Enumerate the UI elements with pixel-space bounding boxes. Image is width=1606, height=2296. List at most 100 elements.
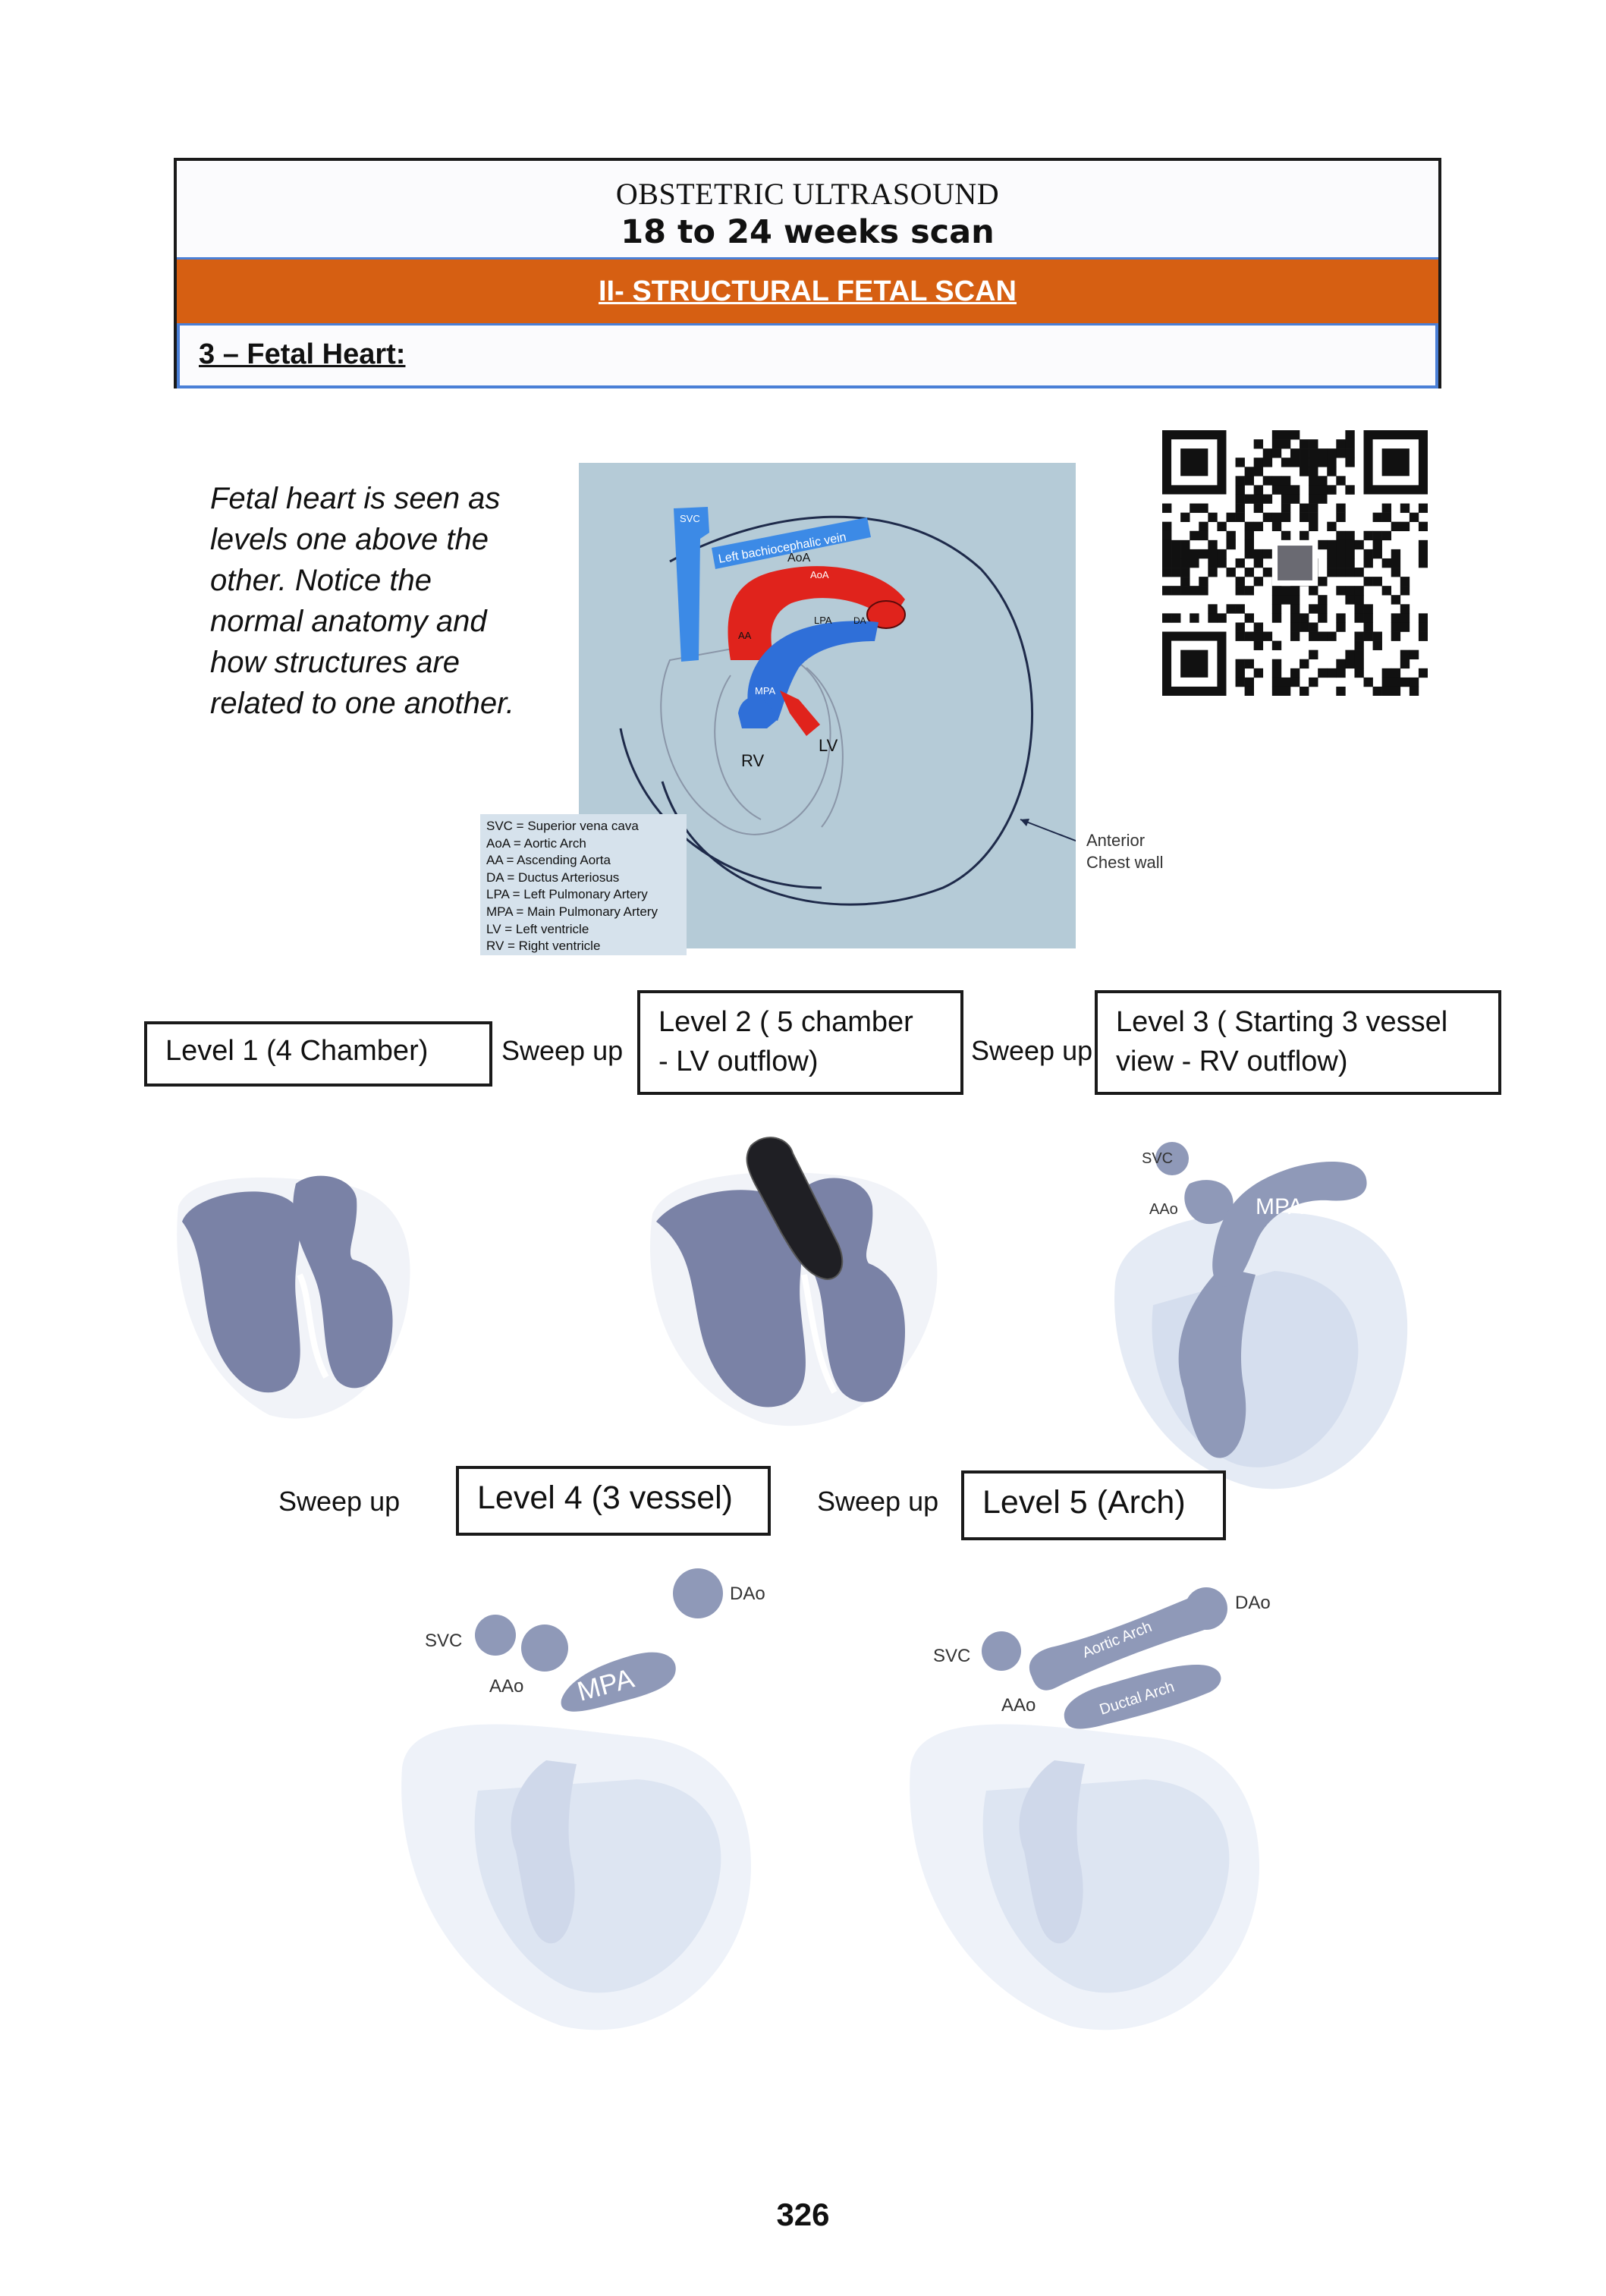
label-aoa-top: AoA: [787, 552, 811, 565]
ductus-arteriosus-shape: [866, 600, 906, 629]
lv-outflow-tract: [746, 1137, 844, 1280]
svc-circle: [982, 1631, 1021, 1671]
level-3-line: Level 3 ( Starting 3 vessel: [1116, 1006, 1448, 1038]
anterior-arrow-line: [1020, 819, 1080, 843]
heart-septum-outline: [714, 675, 762, 820]
main-pulmonary-artery-shape: [747, 621, 878, 721]
label-mpa: MPA: [755, 685, 776, 697]
left-heart-chambers: [293, 1175, 393, 1389]
intro-line: normal anatomy and: [210, 605, 487, 638]
aortic-arch-shape: [728, 566, 905, 660]
intro-line: other. Notice the: [210, 564, 432, 597]
heart-outline: [660, 643, 831, 835]
sweep-up-label-1: Sweep up: [501, 1035, 624, 1066]
lv-outflow-shape: [780, 690, 820, 736]
l5-label-aao: AAo: [1001, 1695, 1036, 1716]
heart-outline-right: [806, 667, 844, 828]
intro-line: levels one above the: [210, 523, 489, 556]
l3-label-mpa: MPA: [1256, 1194, 1303, 1219]
svc-circle: [1155, 1142, 1189, 1175]
svc-circle: [475, 1615, 516, 1656]
legend-item: SVC = Superior vena cava: [486, 819, 639, 833]
abbreviation-legend: SVC = Superior vena cava AoA = Aortic Ar…: [480, 814, 687, 955]
label-aa: AA: [738, 630, 752, 641]
legend-item: DA = Ductus Arteriosus: [486, 870, 620, 885]
right-heart-chambers: [656, 1190, 806, 1407]
level-5-label: Level 5 (Arch): [982, 1484, 1186, 1521]
intro-line: how structures are: [210, 646, 460, 679]
intro-text: Fetal heart is seen as levels one above …: [210, 478, 574, 724]
rv-shape: [1019, 1760, 1085, 1944]
legend-item: AoA = Aortic Arch: [486, 835, 586, 851]
anterior-arrow-head: [1020, 819, 1029, 826]
ductal-arch-shape: [1064, 1665, 1221, 1729]
level-4-label: Level 4 (3 vessel): [477, 1480, 733, 1516]
header-title: OBSTETRIC ULTRASOUND: [615, 177, 1000, 211]
level-3-line: view - RV outflow): [1116, 1046, 1348, 1077]
label-da: DA: [853, 615, 866, 626]
qr-code[interactable]: [1162, 430, 1428, 697]
rv-shape: [1178, 1267, 1256, 1458]
l4-label-aao: AAo: [489, 1676, 523, 1697]
level-4-heart-figure: SVC AAo MPA DAo: [401, 1568, 765, 2030]
dao-circle: [1185, 1587, 1227, 1630]
level-2-box: Level 2 ( 5 chamber - LV outflow): [637, 990, 963, 1095]
dao-circle: [673, 1568, 723, 1618]
level-2-line: Level 2 ( 5 chamber: [658, 1006, 913, 1038]
l3-label-svc: SVC: [1142, 1150, 1173, 1167]
l5-label-dao: DAo: [1235, 1593, 1271, 1613]
qr-code-icon: [1162, 430, 1428, 697]
chest-wall-inner-line: [619, 728, 822, 889]
label-lv: LV: [819, 736, 838, 755]
aao-circle: [521, 1624, 568, 1672]
legend-item: AA = Ascending Aorta: [486, 853, 611, 868]
level-3-heart-figure: SVC AAo MPA: [1114, 1142, 1408, 1489]
page-number: 326: [776, 2197, 830, 2232]
label-lpa: LPA: [814, 615, 832, 626]
label-rv: RV: [741, 751, 764, 770]
header-subtitle: 18 to 24 weeks scan: [621, 213, 995, 251]
level-1-box: Level 1 (4 Chamber): [144, 1021, 492, 1087]
l4-label-svc: SVC: [425, 1631, 462, 1651]
mpa-shape: [1212, 1161, 1367, 1287]
sweep-up-label-3: Sweep up: [278, 1486, 401, 1517]
septum-line: [297, 1273, 329, 1379]
mpa-shape: [561, 1652, 676, 1712]
left-brachiocephalic-vein-shape: [712, 517, 871, 569]
aao-shape: [1184, 1180, 1234, 1225]
legend-item: MPA = Main Pulmonary Artery: [486, 904, 658, 919]
aortic-arch-shape: [1029, 1593, 1226, 1691]
l4-label-dao: DAo: [730, 1584, 765, 1604]
label-svc: SVC: [680, 513, 700, 524]
svc-shape: [674, 507, 709, 662]
subsection-title: 3 – Fetal Heart:: [177, 326, 1438, 388]
right-heart-chambers: [182, 1191, 300, 1393]
legend-item: LV = Left ventricle: [486, 921, 589, 936]
anterior-line: Anterior: [1086, 831, 1146, 850]
level-3-box: Level 3 ( Starting 3 vessel view - RV ou…: [1095, 990, 1501, 1095]
sweep-up-label-4: Sweep up: [817, 1486, 939, 1517]
chest-wall-line-label: Chest wall: [1086, 853, 1164, 872]
chest-wall-line: [661, 515, 1033, 906]
level-1-label: Level 1 (4 Chamber): [165, 1035, 429, 1067]
section-band: II- STRUCTURAL FETAL SCAN: [177, 257, 1438, 326]
header-box: OBSTETRIC ULTRASOUND 18 to 24 weeks scan…: [174, 158, 1441, 388]
legend-item: LPA = Left Pulmonary Artery: [486, 887, 648, 902]
level-2-text: Level 2 ( 5 chamber - LV outflow): [640, 993, 960, 1081]
level-5-heart-figure: SVC AAo DAo Aortic Arch Ductal Arch: [910, 1587, 1271, 2030]
intro-line: Fetal heart is seen as: [210, 482, 501, 515]
l3-label-aao: AAo: [1149, 1201, 1178, 1218]
level-1-heart-figure: [177, 1175, 410, 1419]
level-5-box: Level 5 (Arch): [961, 1470, 1226, 1540]
level-2-line: - LV outflow): [658, 1046, 819, 1077]
intro-line: related to one another.: [210, 687, 515, 720]
sweep-up-label-2: Sweep up: [971, 1035, 1093, 1066]
level-3-text: Level 3 ( Starting 3 vessel view - RV ou…: [1098, 993, 1498, 1081]
level-4-box: Level 4 (3 vessel): [456, 1466, 771, 1536]
anatomy-svg: SVC Left bachiocephalic vein AoA AoA AA …: [619, 507, 1080, 906]
rv-shape: [511, 1760, 577, 1944]
l5-label-svc: SVC: [933, 1646, 970, 1666]
septum-line: [801, 1274, 838, 1394]
header-title-area: OBSTETRIC ULTRASOUND 18 to 24 weeks scan: [177, 161, 1438, 257]
anterior-chest-wall-label: Anterior Chest wall: [1086, 829, 1163, 873]
